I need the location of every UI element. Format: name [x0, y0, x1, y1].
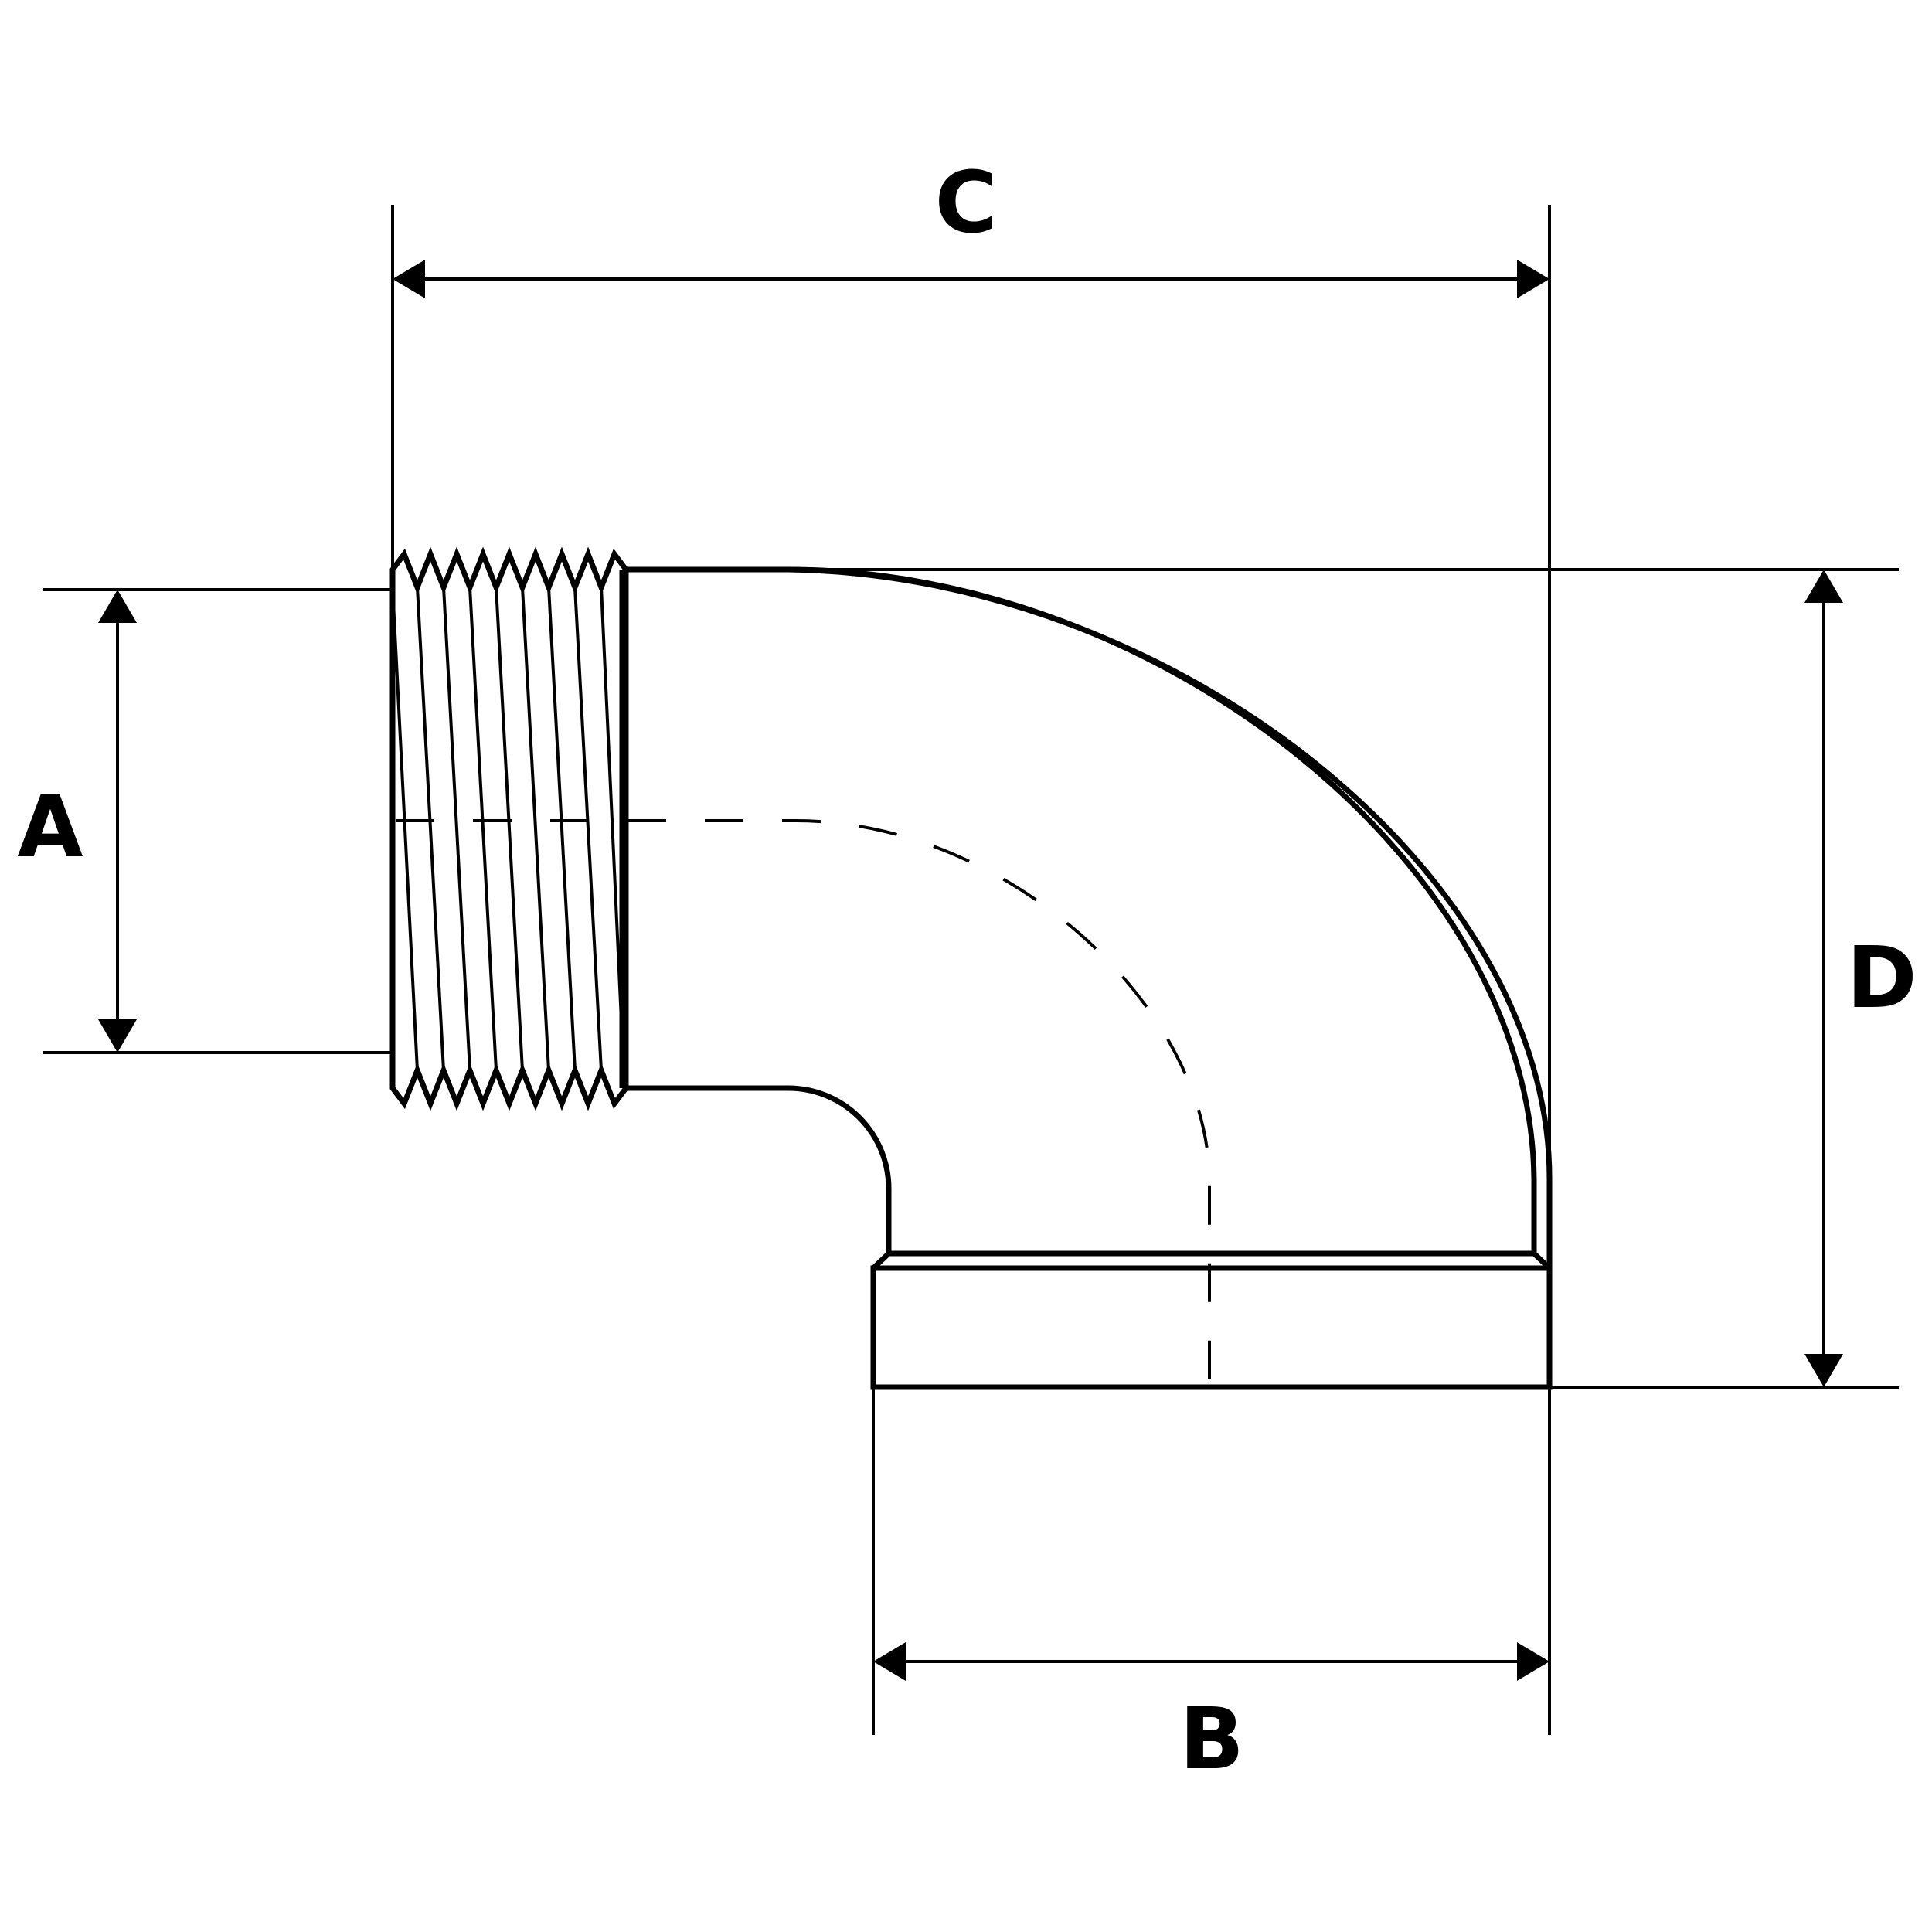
dimension-a: A: [17, 590, 137, 1053]
socket-band: [870, 1265, 1553, 1390]
arrowhead-a-top: [98, 590, 137, 623]
elbow-inner-curve: [626, 1085, 892, 1253]
socket-shoulder: [889, 1250, 1552, 1270]
thread-line: [600, 587, 624, 1038]
dimension-label-d: D: [1846, 928, 1917, 1027]
dimension-label-b: B: [1179, 1689, 1244, 1788]
thread-line: [495, 587, 524, 1071]
centerline-path: [396, 819, 1211, 1387]
thread-line: [468, 587, 498, 1071]
thread-line: [521, 587, 550, 1071]
arrowhead-d-top: [1804, 570, 1843, 603]
thread-line: [442, 587, 471, 1071]
dimension-label-c: C: [935, 153, 998, 252]
thread-line: [573, 587, 603, 1071]
thread-line: [391, 587, 419, 1071]
male-thread: [389, 546, 629, 1111]
thread-line: [547, 587, 577, 1071]
thread-line: [416, 587, 445, 1071]
dimension-c: C: [393, 153, 1549, 298]
arrowhead-c-left: [393, 260, 425, 298]
arrowhead-c-right: [1517, 260, 1549, 298]
thread-helix-lines: [391, 587, 624, 1071]
elbow-outer-curve-second: [787, 566, 1553, 1387]
arrowhead-d-bottom: [1804, 1354, 1843, 1387]
elbow-outer-curve: [626, 566, 1537, 1253]
arrowhead-a-bottom: [98, 1019, 137, 1053]
dimension-b: B: [873, 1642, 1549, 1788]
extension-lines: [43, 205, 1899, 1735]
thread-outline: [389, 546, 629, 1111]
arrowhead-b-right: [1517, 1642, 1549, 1681]
dimension-d: D: [1804, 570, 1917, 1387]
dimension-label-a: A: [17, 777, 83, 876]
centerline: [396, 819, 1211, 1387]
elbow-body: [626, 566, 1553, 1390]
arrowhead-b-left: [873, 1642, 906, 1681]
